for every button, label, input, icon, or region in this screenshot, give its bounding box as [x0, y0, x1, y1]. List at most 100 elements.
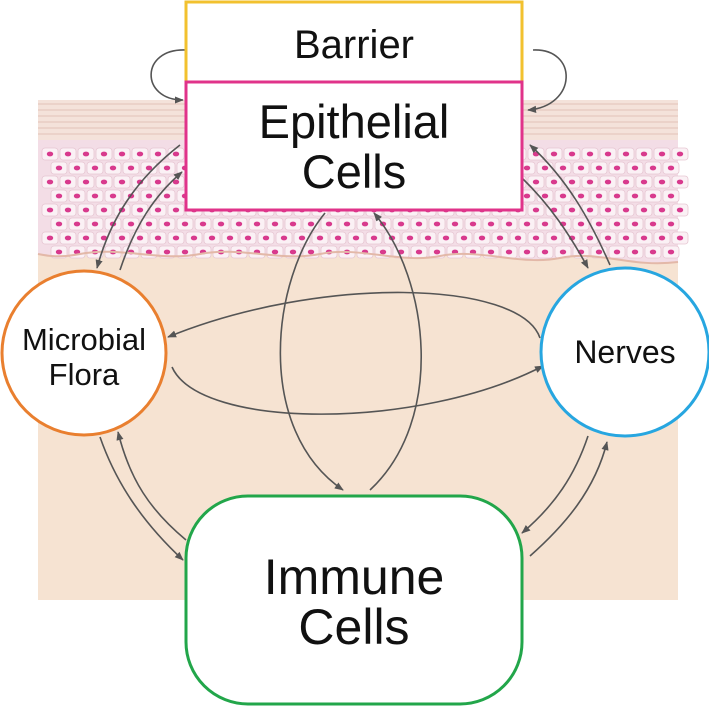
cell-nucleus [577, 193, 585, 199]
arrow-epithelial-to-immune [279, 212, 344, 491]
cell-nucleus [424, 235, 432, 241]
epithelial-cells-node: Epithelial Cells [184, 80, 524, 212]
cell-nucleus [595, 193, 603, 199]
cell-nucleus [649, 221, 657, 227]
cell-nucleus [163, 165, 171, 171]
cell-nucleus [676, 151, 684, 157]
cell-nucleus [244, 235, 252, 241]
cell-nucleus [118, 235, 126, 241]
cell-nucleus [118, 179, 126, 185]
arrow-barrier-loop-left [150, 49, 187, 104]
cell-nucleus [352, 235, 360, 241]
arrow-barrier-loop-right [527, 49, 567, 113]
cell-nucleus [622, 151, 630, 157]
cell-nucleus [676, 207, 684, 213]
cell-nucleus [46, 207, 54, 213]
cell-nucleus [496, 235, 504, 241]
cell-nucleus [55, 249, 63, 255]
cell-nucleus [136, 235, 144, 241]
cell-nucleus [280, 235, 288, 241]
cell-nucleus [640, 207, 648, 213]
cell-nucleus [154, 179, 162, 185]
arrow-microbial-to-nerves [171, 365, 544, 415]
cell-nucleus [289, 249, 297, 255]
nerves-circle [539, 266, 709, 438]
cell-nucleus [73, 193, 81, 199]
cell-nucleus [190, 235, 198, 241]
cell-nucleus [613, 221, 621, 227]
cell-nucleus [433, 249, 441, 255]
cell-nucleus [631, 221, 639, 227]
cell-nucleus [595, 165, 603, 171]
cell-nucleus [181, 249, 189, 255]
cell-nucleus [136, 151, 144, 157]
microbial-label-line1: Microbial [22, 322, 146, 357]
cell-nucleus [82, 179, 90, 185]
cell-nucleus [109, 165, 117, 171]
cell-nucleus [46, 235, 54, 241]
arrow-immune-to-microbial [116, 431, 187, 541]
barrier-node: Barrier [184, 0, 524, 84]
cell-nucleus [631, 249, 639, 255]
cell-nucleus [640, 151, 648, 157]
cell-nucleus [541, 249, 549, 255]
cell-nucleus [586, 179, 594, 185]
cell-nucleus [199, 221, 207, 227]
cell-nucleus [55, 221, 63, 227]
cell-nucleus [550, 151, 558, 157]
cell-nucleus [406, 235, 414, 241]
cell-nucleus [334, 235, 342, 241]
cell-nucleus [604, 151, 612, 157]
cell-nucleus [172, 151, 180, 157]
cell-nucleus [532, 179, 540, 185]
cell-nucleus [667, 221, 675, 227]
basement-membrane [37, 250, 679, 265]
cell-nucleus [532, 235, 540, 241]
arrow-nerves-to-immune [521, 435, 589, 534]
cell-nucleus [271, 221, 279, 227]
cell-nucleus [46, 179, 54, 185]
cell-nucleus [604, 235, 612, 241]
cell-nucleus [595, 221, 603, 227]
cell-nucleus [568, 207, 576, 213]
microbial-flora-node: Microbial Flora [0, 269, 168, 437]
cell-nucleus [46, 151, 54, 157]
cell-nucleus [172, 207, 180, 213]
cell-nucleus [667, 165, 675, 171]
cell-nucleus [676, 235, 684, 241]
cell-nucleus [613, 165, 621, 171]
cell-nucleus [541, 221, 549, 227]
cell-nucleus [298, 235, 306, 241]
cell-nucleus [370, 235, 378, 241]
cell-nucleus [91, 193, 99, 199]
cell-nucleus [145, 221, 153, 227]
cell-nucleus [559, 165, 567, 171]
cell-nucleus [658, 235, 666, 241]
cell-nucleus [100, 151, 108, 157]
cell-nucleus [478, 235, 486, 241]
cell-nucleus [658, 207, 666, 213]
cell-nucleus [73, 221, 81, 227]
cell-nucleus [604, 179, 612, 185]
cell-nucleus [127, 221, 135, 227]
cell-nucleus [154, 207, 162, 213]
cell-nucleus [154, 235, 162, 241]
microbial-flora-circle [0, 269, 168, 437]
cell-nucleus [91, 165, 99, 171]
cell-nucleus [217, 221, 225, 227]
cell-nucleus [622, 235, 630, 241]
cell-nucleus [667, 193, 675, 199]
immune-label-line2: Cells [298, 599, 409, 655]
cell-nucleus [235, 221, 243, 227]
cell-nucleus [559, 193, 567, 199]
cell-nucleus [622, 207, 630, 213]
cell-nucleus [523, 165, 531, 171]
cell-nucleus [145, 193, 153, 199]
arrow-nerves-to-microbial [167, 291, 541, 339]
microbial-label-line2: Flora [49, 357, 120, 392]
cell-nucleus [613, 193, 621, 199]
cell-nucleus [136, 207, 144, 213]
cell-nucleus [523, 249, 531, 255]
cell-nucleus [460, 235, 468, 241]
cell-nucleus [100, 207, 108, 213]
